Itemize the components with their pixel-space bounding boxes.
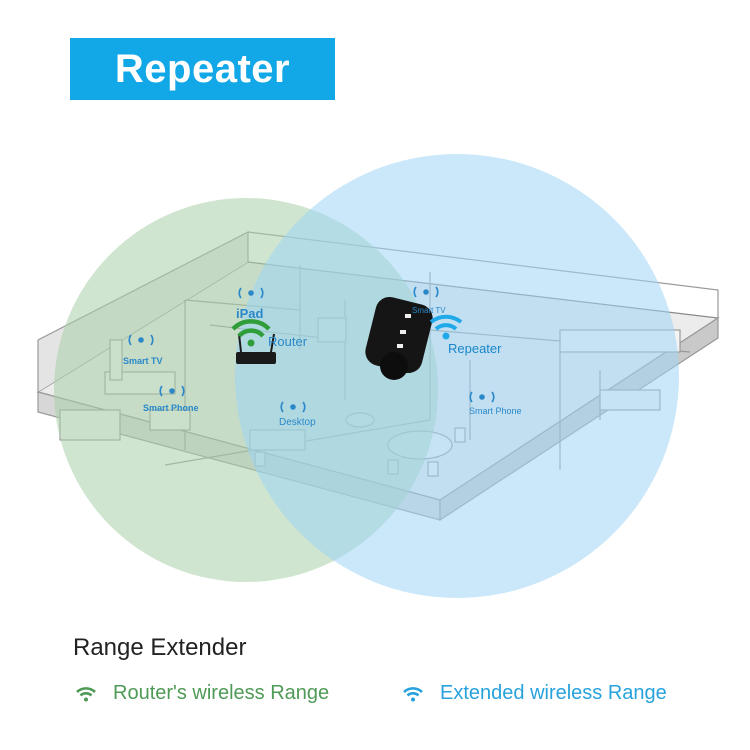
legend-extended-range: Extended wireless Range [402,682,667,705]
legend-router-range: Router's wireless Range [75,682,329,705]
extended-range-circle [235,154,679,598]
wifi-icon [128,286,495,413]
label-router: Router [268,334,308,349]
label-desktop: Desktop [279,417,316,428]
legend-extended-range-label: Extended wireless Range [440,682,667,704]
wifi-icon [76,686,96,701]
label-smart-phone-left: Smart Phone [143,403,199,413]
wifi-icon [403,686,423,701]
label-ipad: iPad [236,306,264,321]
legend-title: Range Extender [73,634,247,661]
label-smart-tv-right: Smart TV [412,306,446,315]
label-smart-phone-right: Smart Phone [469,406,522,416]
page-title: Repeater [114,46,291,91]
label-repeater: Repeater [448,341,502,356]
label-smart-tv-left: Smart TV [123,356,163,366]
router-device [231,319,276,364]
legend-router-range-label: Router's wireless Range [113,682,330,704]
repeater-device [365,296,463,380]
title-banner: Repeater [70,38,335,100]
